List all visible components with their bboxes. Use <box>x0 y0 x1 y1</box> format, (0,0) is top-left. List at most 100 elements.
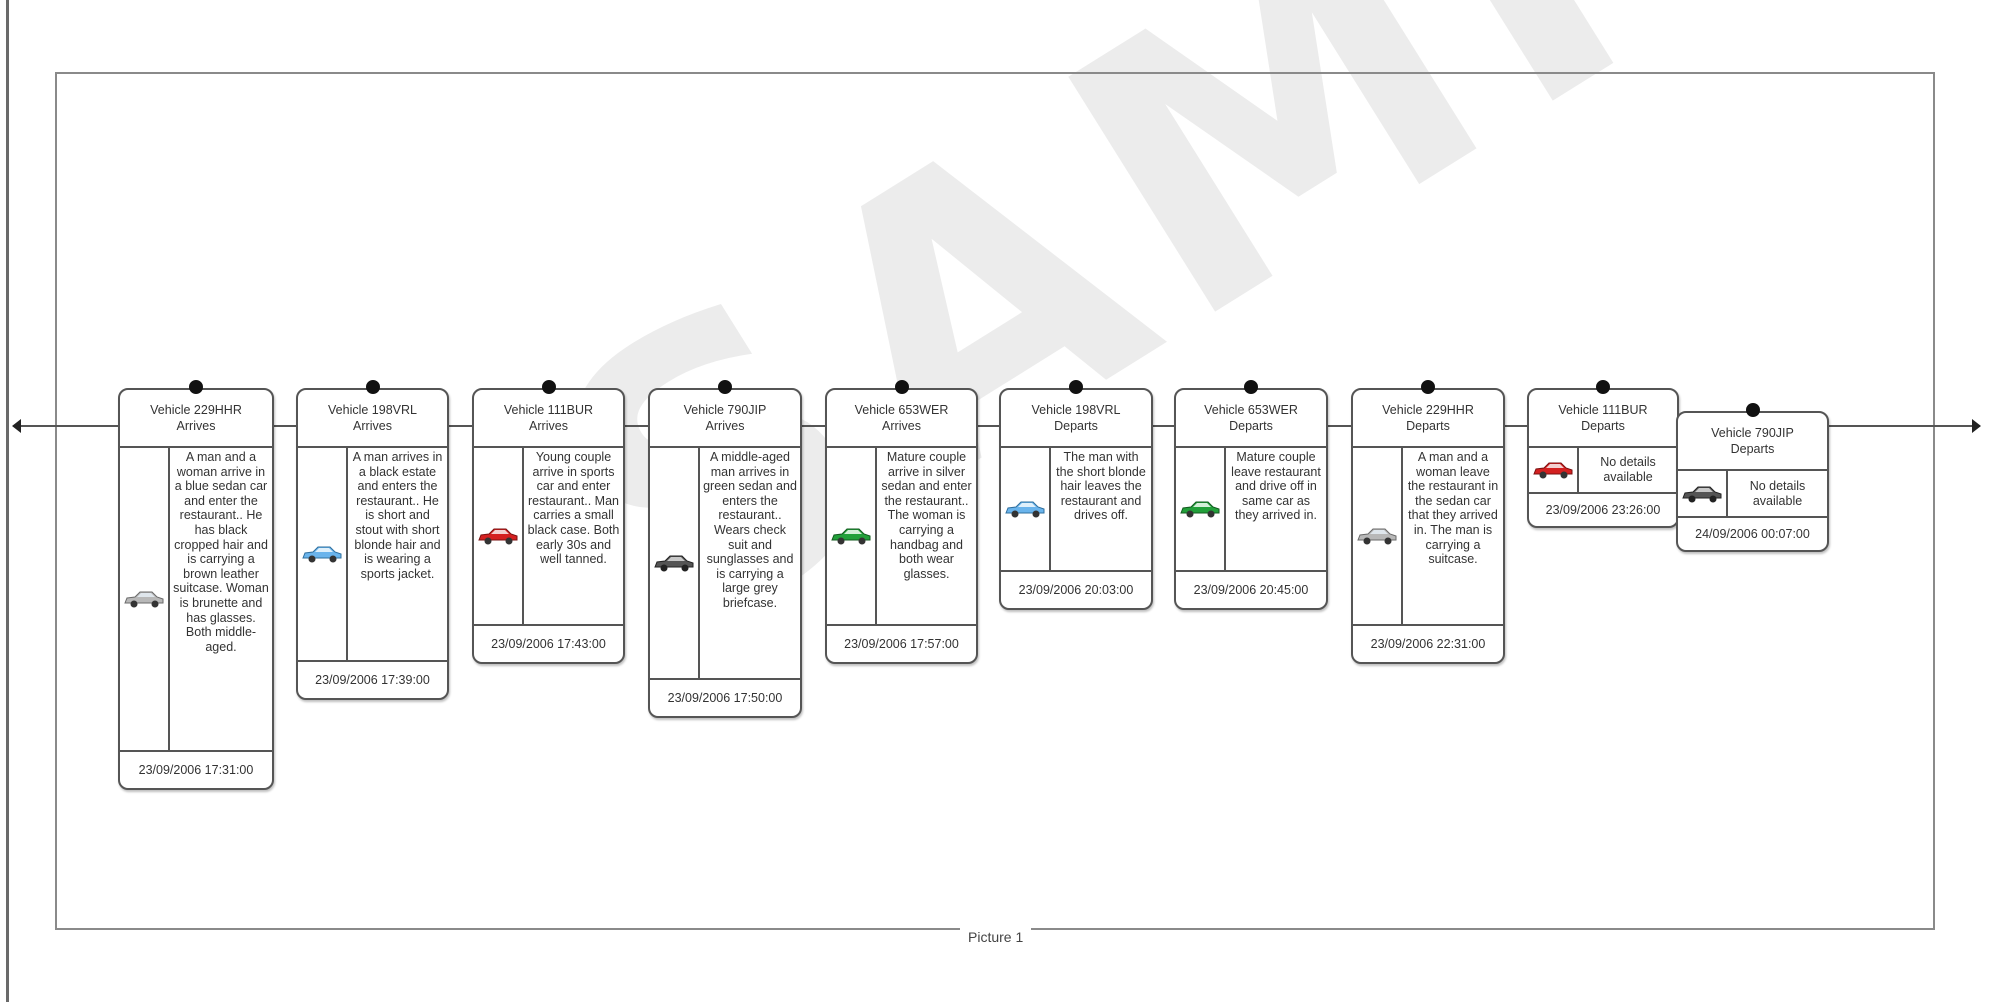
event-action: Arrives <box>705 419 745 433</box>
event-title: Vehicle 790JIP Arrives <box>650 390 800 448</box>
timeline-axis <box>14 425 1980 427</box>
event-title: Vehicle 653WER Departs <box>1176 390 1326 448</box>
event-action: Departs <box>1229 419 1273 433</box>
car-cell <box>298 448 348 660</box>
timeline-marker <box>894 380 909 394</box>
event-card-vehicle-653wer-arrives[interactable]: Vehicle 653WER Arrives Mature couple arr… <box>825 380 978 664</box>
event-box: Vehicle 229HHR Departs A man and a woman… <box>1351 388 1505 664</box>
timeline-marker <box>1421 380 1435 394</box>
figure-caption: Picture 1 <box>960 928 1032 946</box>
event-card-vehicle-653wer-departs[interactable]: Vehicle 653WER Departs Mature couple lea… <box>1174 380 1328 610</box>
event-body: Mature couple leave restaurant and drive… <box>1176 448 1326 572</box>
event-box: Vehicle 111BUR Arrives Young couple arri… <box>472 388 625 664</box>
event-timestamp: 23/09/2006 17:31:00 <box>138 763 254 777</box>
event-card-vehicle-198vrl-arrives[interactable]: Vehicle 198VRL Arrives A man arrives in … <box>296 380 449 700</box>
event-action: Arrives <box>353 419 392 433</box>
car-cell <box>474 448 524 624</box>
car-cell <box>1678 471 1728 516</box>
event-body: No details available <box>1678 471 1827 518</box>
event-card-vehicle-198vrl-departs[interactable]: Vehicle 198VRL Departs The man with the … <box>999 380 1153 610</box>
silver-car-icon <box>1357 528 1397 545</box>
red-car-icon <box>478 528 518 545</box>
event-vehicle: Vehicle 198VRL <box>328 403 417 417</box>
event-vehicle: Vehicle 111BUR <box>1558 403 1648 417</box>
event-action: Arrives <box>176 419 216 433</box>
event-body: Young couple arrive in sports car and en… <box>474 448 623 626</box>
event-body: A middle-aged man arrives in green sedan… <box>650 448 800 680</box>
event-vehicle: Vehicle 790JIP <box>1711 426 1794 440</box>
car-cell <box>650 448 700 678</box>
timeline-marker <box>1596 380 1610 394</box>
event-timestamp: 23/09/2006 17:57:00 <box>844 637 959 651</box>
event-timestamp: 23/09/2006 17:43:00 <box>491 637 606 651</box>
event-box: Vehicle 111BUR Departs No details availa… <box>1527 388 1679 528</box>
event-description: A man and a woman arrive in a blue sedan… <box>173 450 269 654</box>
event-body: A man and a woman leave the restaurant i… <box>1353 448 1503 626</box>
event-vehicle: Vehicle 790JIP <box>683 403 767 417</box>
blue-car-icon <box>1005 501 1045 518</box>
event-timestamp: 23/09/2006 17:39:00 <box>315 673 430 687</box>
event-description: No details available <box>1600 455 1656 484</box>
timeline-marker <box>1069 380 1083 394</box>
event-body: No details available <box>1529 448 1677 494</box>
event-box: Vehicle 653WER Arrives Mature couple arr… <box>825 388 978 664</box>
event-card-vehicle-111bur-arrives[interactable]: Vehicle 111BUR Arrives Young couple arri… <box>472 380 625 664</box>
timeline-marker <box>1745 403 1760 417</box>
green-car-icon <box>1180 501 1220 518</box>
event-action: Departs <box>1581 419 1625 433</box>
event-box: Vehicle 790JIP Arrives A middle-aged man… <box>648 388 802 718</box>
event-box: Vehicle 229HHR Arrives A man and a woman… <box>118 388 274 790</box>
car-cell <box>1001 448 1051 570</box>
red-car-icon <box>1533 462 1573 479</box>
event-description: A man and a woman leave the restaurant i… <box>1407 450 1499 567</box>
event-body: The man with the short blonde hair leave… <box>1001 448 1151 572</box>
timeline-marker <box>718 380 732 394</box>
event-description: A middle-aged man arrives in green sedan… <box>703 450 797 610</box>
dark-car-icon <box>1682 486 1722 502</box>
event-action: Arrives <box>882 419 921 433</box>
event-card-vehicle-790jip-arrives[interactable]: Vehicle 790JIP Arrives A middle-aged man… <box>648 380 802 718</box>
event-vehicle: Vehicle 653WER <box>1204 403 1298 417</box>
timeline-arrow-right <box>1972 419 1981 433</box>
event-title: Vehicle 229HHR Departs <box>1353 390 1503 448</box>
event-card-vehicle-111bur-departs[interactable]: Vehicle 111BUR Departs No details availa… <box>1527 380 1679 528</box>
event-description: A man arrives in a black estate and ente… <box>352 450 443 581</box>
event-action: Arrives <box>529 419 568 433</box>
event-title: Vehicle 111BUR Departs <box>1529 390 1677 448</box>
event-title: Vehicle 229HHR Arrives <box>120 390 272 448</box>
dark-car-icon <box>654 555 694 572</box>
event-card-vehicle-229hhr-departs[interactable]: Vehicle 229HHR Departs A man and a woman… <box>1351 380 1505 664</box>
timeline-marker <box>189 380 203 394</box>
event-timestamp: 23/09/2006 20:03:00 <box>1018 583 1134 597</box>
event-card-vehicle-790jip-departs[interactable]: Vehicle 790JIP Departs No details availa… <box>1676 403 1829 552</box>
event-body: Mature couple arrive in silver sedan and… <box>827 448 976 626</box>
event-description: Mature couple leave restaurant and drive… <box>1231 450 1321 523</box>
car-cell <box>1353 448 1403 624</box>
event-title: Vehicle 790JIP Departs <box>1678 413 1827 471</box>
event-box: Vehicle 653WER Departs Mature couple lea… <box>1174 388 1328 610</box>
timeline-arrow-left <box>12 419 21 433</box>
blue-car-icon <box>302 546 342 563</box>
car-cell <box>1529 448 1579 492</box>
silver-car-icon <box>124 591 164 608</box>
event-timestamp: 23/09/2006 23:26:00 <box>1545 503 1661 517</box>
event-action: Departs <box>1730 442 1775 456</box>
green-car-icon <box>831 528 871 545</box>
event-timestamp: 23/09/2006 20:45:00 <box>1193 583 1309 597</box>
event-vehicle: Vehicle 111BUR <box>503 403 594 417</box>
timeline-marker <box>541 380 556 394</box>
event-box: Vehicle 198VRL Arrives A man arrives in … <box>296 388 449 700</box>
car-cell <box>827 448 877 624</box>
event-description: Young couple arrive in sports car and en… <box>527 450 620 567</box>
event-card-vehicle-229hhr-arrives[interactable]: Vehicle 229HHR Arrives A man and a woman… <box>118 380 274 790</box>
event-title: Vehicle 111BUR Arrives <box>474 390 623 448</box>
event-vehicle: Vehicle 198VRL <box>1031 403 1121 417</box>
event-title: Vehicle 198VRL Departs <box>1001 390 1151 448</box>
event-title: Vehicle 198VRL Arrives <box>298 390 447 448</box>
event-vehicle: Vehicle 229HHR <box>1382 403 1474 417</box>
event-description: The man with the short blonde hair leave… <box>1056 450 1146 523</box>
event-description: No details available <box>1749 478 1806 508</box>
event-body: A man and a woman arrive in a blue sedan… <box>120 448 272 752</box>
page-left-border <box>6 0 9 1002</box>
event-timestamp: 23/09/2006 22:31:00 <box>1370 637 1486 651</box>
